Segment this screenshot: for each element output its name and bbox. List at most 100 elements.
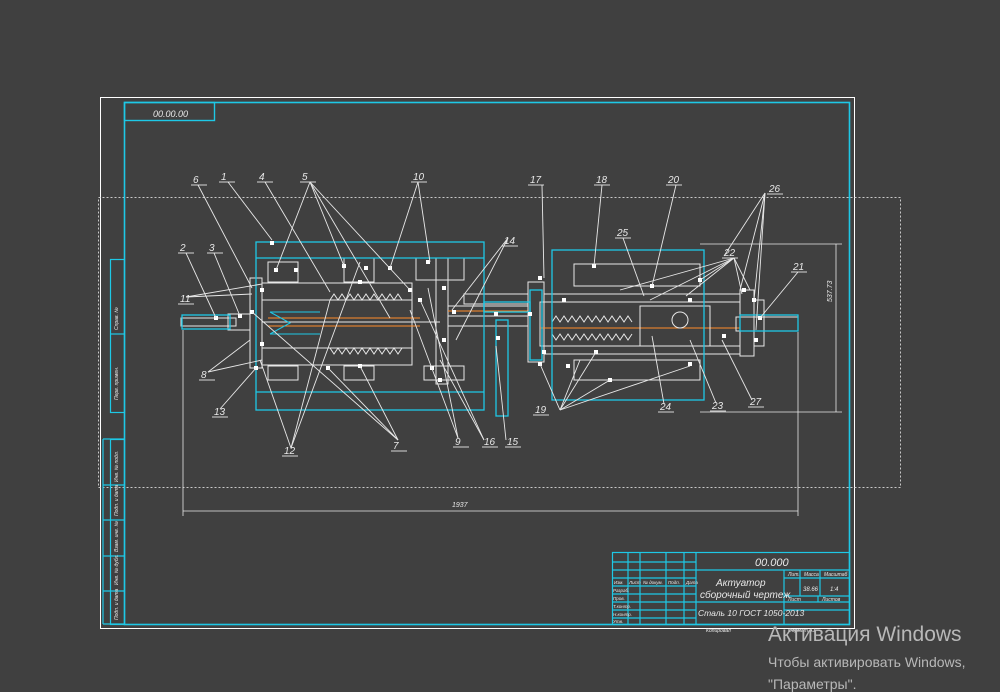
grip-point[interactable] — [754, 338, 758, 342]
leader-line-20 — [651, 184, 677, 287]
dim-height-text: 537.73 — [827, 280, 834, 302]
dimension-lines — [182, 243, 842, 516]
selection-window — [98, 197, 901, 488]
title-sheets: Листов — [821, 597, 841, 603]
title-scale-value: 1:4 — [830, 587, 839, 593]
leader-label-8: 8 — [201, 370, 207, 381]
title-block — [611, 551, 851, 626]
title-format: Формат А1 — [788, 628, 816, 634]
leader-line-10 — [417, 181, 431, 263]
leader-line-4 — [264, 181, 331, 293]
leader-line-14 — [451, 237, 509, 311]
grip-point[interactable] — [496, 336, 500, 340]
leader-line-11 — [185, 293, 253, 298]
grip-point[interactable] — [364, 266, 368, 270]
leader-label-20: 20 — [667, 175, 680, 186]
grip-point[interactable] — [254, 366, 258, 370]
leader-label-4: 4 — [259, 172, 265, 183]
grip-point[interactable] — [494, 312, 498, 316]
drawing-border — [123, 101, 851, 626]
dim-length-text: 1937 — [452, 502, 469, 509]
leader-label-21: 21 — [792, 262, 804, 273]
leader-label-18: 18 — [596, 175, 608, 186]
leader-line-24 — [651, 335, 665, 405]
grip-point[interactable] — [294, 268, 298, 272]
leader-label-3: 3 — [209, 243, 215, 254]
leader-line-8 — [207, 339, 251, 373]
grip-point[interactable] — [742, 288, 746, 292]
leader-label-26: 26 — [768, 184, 781, 195]
top-code-box — [123, 101, 216, 122]
leader-line-5 — [309, 181, 391, 319]
title-utv: Утв. — [613, 619, 623, 624]
leader-line-22 — [619, 257, 735, 291]
sheet-outer-frame — [100, 97, 855, 629]
leader-label-22: 22 — [723, 248, 736, 259]
grip-point[interactable] — [566, 364, 570, 368]
title-name-2: сборочный чертеж — [700, 589, 791, 601]
side-label: Взам. инв. № — [114, 520, 120, 552]
grip-point[interactable] — [260, 288, 264, 292]
leader-line-23 — [689, 339, 717, 404]
title-razrab: Разраб. — [613, 588, 629, 593]
leader-line-3 — [213, 252, 241, 317]
leader-label-6: 6 — [193, 175, 199, 186]
leader-line-12 — [290, 299, 331, 449]
leader-line-22 — [685, 257, 735, 297]
side-label: Инв. № дубл. — [114, 554, 120, 585]
grip-point[interactable] — [270, 241, 274, 245]
leader-line-9 — [409, 309, 459, 439]
side-label: Подп. и дата — [114, 588, 120, 620]
grip-point[interactable] — [688, 362, 692, 366]
side-label: Справ. № — [114, 307, 120, 330]
leader-label-10: 10 — [413, 172, 425, 183]
leader-label-17: 17 — [530, 175, 542, 186]
grip-point[interactable] — [688, 298, 692, 302]
grip-point[interactable] — [442, 338, 446, 342]
side-label: Подп. и дата — [114, 484, 120, 516]
leader-line-5 — [275, 181, 311, 271]
title-sign: Подп. — [668, 580, 680, 585]
left-side-strip — [102, 258, 126, 626]
leader-line-22 — [699, 257, 735, 281]
title-scale: Масштаб — [824, 572, 848, 578]
grip-point[interactable] — [722, 334, 726, 338]
leader-line-27 — [721, 339, 753, 401]
grip-point[interactable] — [260, 342, 264, 346]
grip-point[interactable] — [442, 286, 446, 290]
leader-line-1 — [227, 181, 273, 241]
leader-line-9 — [427, 287, 459, 439]
windows-activation-line2: "Параметры". — [768, 676, 857, 692]
title-izm: Изм. — [614, 580, 624, 585]
leader-label-9: 9 — [455, 437, 461, 448]
leader-line-16 — [439, 359, 485, 441]
leader-label-12: 12 — [284, 446, 296, 457]
leader-label-16: 16 — [484, 437, 496, 448]
leader-line-2 — [185, 252, 217, 319]
grip-point[interactable] — [358, 280, 362, 284]
side-label: Инв. № подл. — [114, 451, 120, 482]
leader-line-5 — [309, 181, 411, 291]
title-material: Сталь 10 ГОСТ 1050-2013 — [698, 608, 804, 618]
leader-line-5 — [309, 181, 345, 267]
leader-label-19: 19 — [535, 405, 547, 416]
grip-point[interactable] — [452, 310, 456, 314]
leader-line-25 — [622, 237, 645, 297]
leader-line-19 — [559, 359, 581, 411]
leader-line-18 — [593, 184, 603, 267]
grip-point[interactable] — [562, 298, 566, 302]
side-label: Перв. примен. — [114, 367, 120, 400]
leader-line-19 — [559, 365, 691, 411]
leader-label-13: 13 — [214, 407, 226, 418]
leader-line-26 — [723, 192, 766, 257]
top-code-text: 00.00.00 — [153, 109, 188, 119]
grip-point[interactable] — [426, 260, 430, 264]
grip-point[interactable] — [528, 312, 532, 316]
grip-point[interactable] — [438, 378, 442, 382]
leader-label-2: 2 — [179, 243, 186, 254]
grip-point[interactable] — [542, 350, 546, 354]
grip-point[interactable] — [538, 276, 542, 280]
title-date: Дата — [685, 580, 698, 585]
title-code: 00.000 — [755, 557, 790, 569]
